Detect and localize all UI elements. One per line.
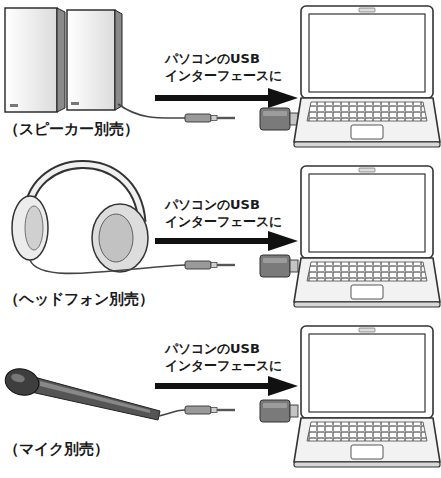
arrow-label: パソコンのUSB インターフェースに: [165, 50, 289, 84]
device-illustration: （マイク別売）: [2, 330, 167, 458]
device-caption: （マイク別売）: [4, 440, 109, 458]
arrow-label: パソコンのUSB インターフェースに: [165, 340, 289, 374]
device-caption: （ヘッドフォン別売）: [4, 290, 154, 308]
device-illustration: （ヘッドフォン別売）: [2, 152, 162, 308]
device-caption: （スピーカー別売）: [4, 120, 139, 138]
device-illustration: （スピーカー別売）: [2, 0, 152, 138]
arrow-label: パソコンのUSB インターフェースに: [165, 196, 289, 230]
